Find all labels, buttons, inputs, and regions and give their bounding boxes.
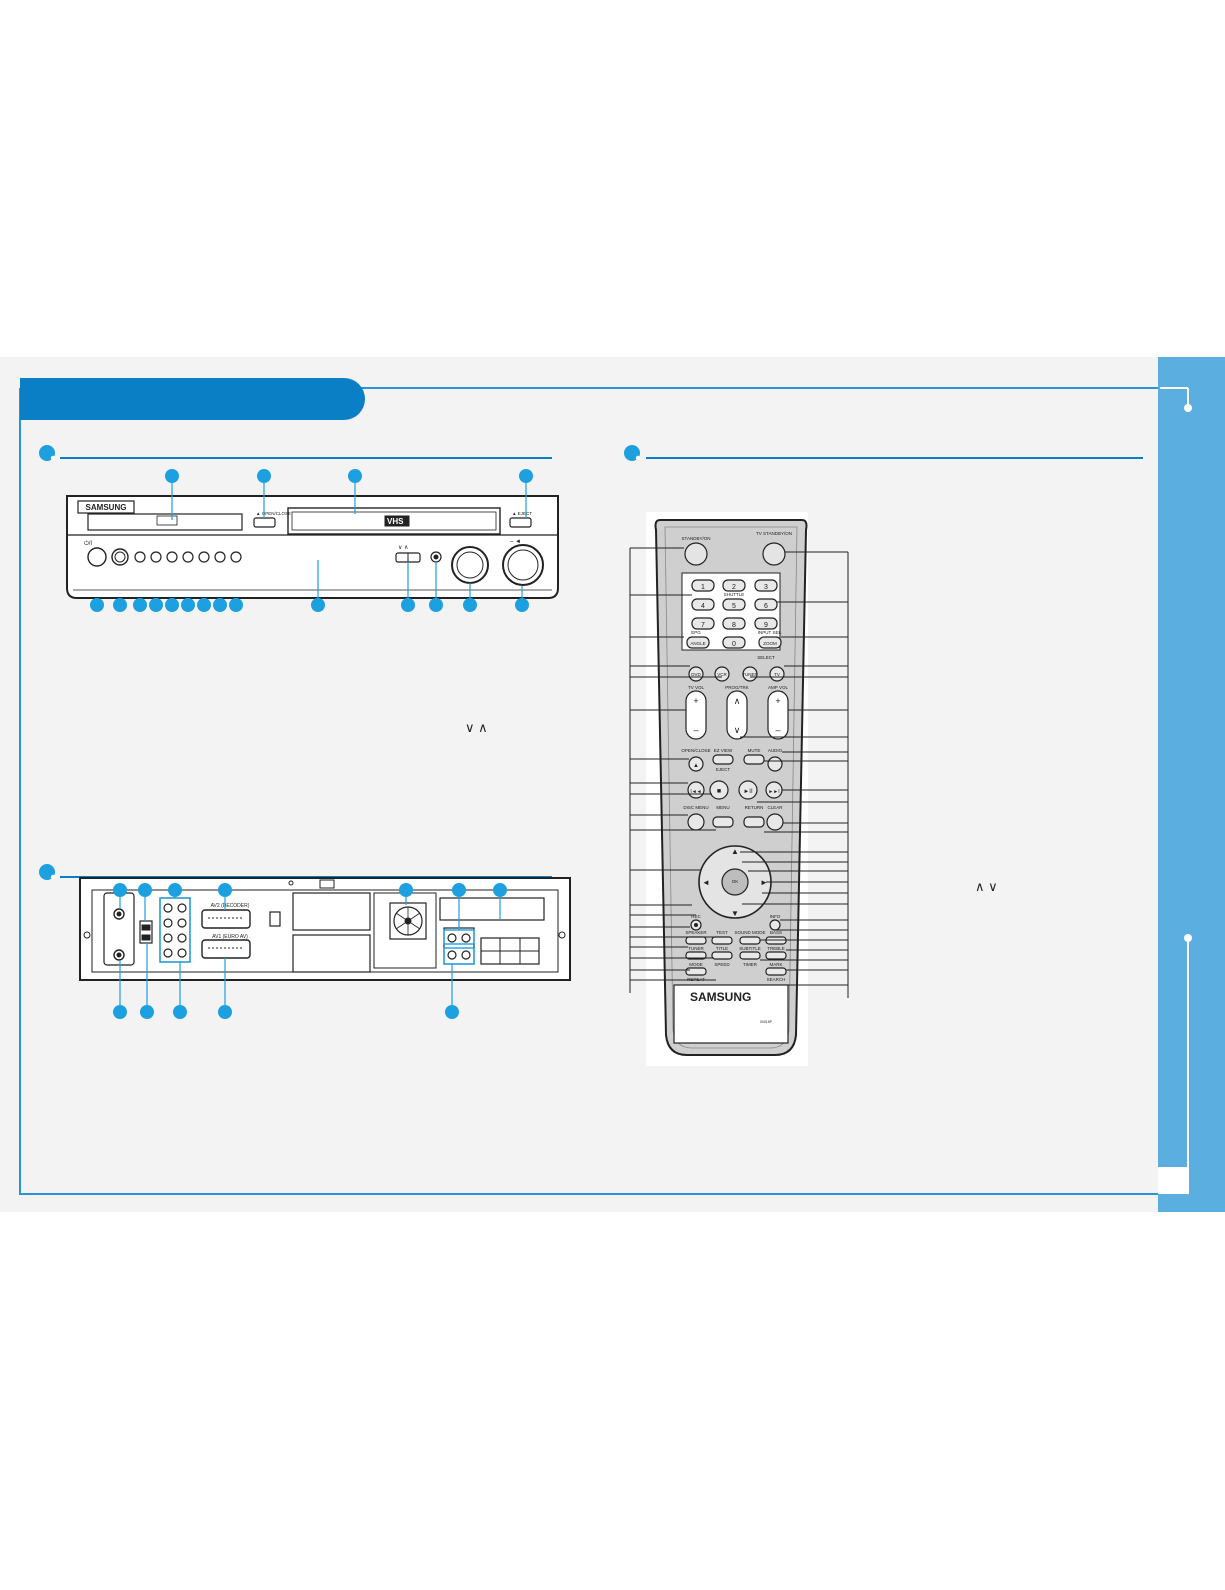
prog-buttons-note: ∨ ∧: [465, 720, 488, 735]
label-mute: MUTE: [748, 748, 761, 753]
label-standby: STANDBY/ON: [682, 536, 711, 541]
svg-text:■: ■: [717, 788, 721, 795]
label-amp-vol: AMP VOL: [768, 685, 788, 690]
label-menu: MENU: [716, 805, 729, 810]
svg-text:▲: ▲: [693, 763, 699, 769]
label-test: TEST: [716, 930, 728, 935]
rear-callout-leaders: [119, 897, 501, 1005]
label-vcr: VCR: [717, 672, 727, 677]
front-vol-label: – ◄: [510, 539, 521, 545]
remote-labels: SAMSUNG 00015P STANDBY/ON TV STANDBY/ON …: [681, 531, 792, 1024]
svg-text:–: –: [693, 725, 698, 735]
digit-4: 4: [701, 603, 705, 610]
svg-text:►►I: ►►I: [768, 789, 779, 795]
vcr-eject-label: ▲ EJECT: [512, 511, 532, 516]
label-speaker: SPEAKER: [685, 930, 707, 935]
standby-label: ⏻/I: [84, 540, 92, 547]
label-zoom: ZOOM: [763, 641, 777, 646]
label-speed: SPEED: [714, 962, 730, 967]
front-brand-label: SAMSUNG: [86, 503, 127, 512]
label-sound-mode: SOUND MODE: [734, 930, 765, 935]
label-tv: TV: [774, 672, 780, 677]
front-panel-illustration: [66, 495, 559, 599]
av2-label: AV2 (DECODER): [211, 903, 250, 909]
svg-text:∧: ∧: [734, 696, 741, 706]
label-subtitle: SUBTITLE: [739, 946, 761, 951]
label-tv-standby: TV STANDBY/ON: [756, 531, 792, 536]
label-rec: REC: [691, 914, 701, 919]
svg-text:▲: ▲: [731, 847, 739, 856]
label-tuner: TUNER: [742, 672, 758, 677]
remote-illustration: + – ∧ ∨ + – ▲ ▼ ◄ ► ■ ►II I◄◄ ►►I ▲: [629, 512, 849, 1066]
label-epg: EPG: [691, 630, 701, 635]
label-prog-trk: PROG/TRK: [725, 685, 749, 690]
rear-panel-labels: AV2 (DECODER) AV1 (EURO AV): [211, 903, 250, 940]
label-select: SELECT: [757, 655, 775, 660]
section-header-front: [39, 445, 552, 461]
digit-0: 0: [732, 641, 736, 648]
av1-label: AV1 (EURO AV): [212, 934, 248, 940]
svg-text:–: –: [775, 725, 780, 735]
front-callout-leaders: [171, 478, 527, 598]
label-timer: TIMER: [743, 962, 758, 967]
svg-text:►: ►: [760, 878, 768, 887]
front-panel-labels: SAMSUNG VHS ⏻/I ▲ OPEN/CLOSE ▲ EJECT ∨ ∧…: [84, 503, 532, 551]
label-mark: MARK: [769, 962, 782, 967]
digit-7: 7: [701, 622, 705, 629]
label-dvd: DVD: [691, 672, 701, 677]
label-angle: ANGLE: [690, 641, 705, 646]
remote-brand: SAMSUNG: [690, 990, 751, 1004]
label-treble: TREBLE: [767, 946, 785, 951]
rear-callouts: [113, 883, 507, 1019]
remote-model: 00015P: [760, 1020, 773, 1024]
label-search: SEARCH: [767, 977, 786, 982]
section-header-remote: [624, 445, 1143, 461]
label-disc-menu: DISC MENU: [683, 805, 708, 810]
label-return: RETURN: [745, 805, 764, 810]
svg-text:I◄◄: I◄◄: [690, 789, 701, 795]
vcr-open-label: ▲ OPEN/CLOSE: [256, 511, 291, 516]
digit-2: 2: [732, 584, 736, 591]
right-sidebar-tab: [1158, 357, 1225, 1212]
digit-5: 5: [732, 603, 736, 610]
label-eject: EJECT: [716, 767, 731, 772]
label-title: TITLE: [716, 946, 728, 951]
page-frame: [0, 357, 1225, 1212]
remote-left-leaders: [630, 547, 848, 986]
digit-1: 1: [701, 584, 705, 591]
chapter-banner: [20, 378, 365, 420]
label-ez-view: EZ VIEW: [714, 748, 733, 753]
label-repeat: REPEAT: [687, 977, 705, 982]
label-input-sel: INPUT SEL.: [758, 630, 782, 635]
label-bass: BASS: [770, 930, 782, 935]
label-ok: OK: [732, 879, 739, 884]
svg-text:+: +: [775, 696, 780, 706]
digit-9: 9: [764, 622, 768, 629]
remote-prog-note: ∧ ∨: [975, 879, 998, 894]
vhs-logo: VHS: [387, 517, 404, 526]
label-mode: MODE: [689, 962, 703, 967]
label-clear: CLEAR: [767, 805, 783, 810]
label-audio: AUDIO: [768, 748, 783, 753]
front-prog-symbols: ∨ ∧: [398, 545, 408, 551]
digit-3: 3: [764, 584, 768, 591]
digit-6: 6: [764, 603, 768, 610]
svg-text:+: +: [693, 696, 698, 706]
svg-text:∨: ∨: [734, 725, 741, 735]
digit-8: 8: [732, 622, 736, 629]
svg-text:◄: ◄: [702, 878, 710, 887]
label-open-close: OPEN/CLOSE: [681, 748, 710, 753]
label-info: INFO: [770, 914, 781, 919]
label-tv-vol: TV VOL: [688, 685, 705, 690]
label-shuttle: SHUTTLE: [724, 592, 745, 597]
svg-text:▼: ▼: [731, 909, 739, 918]
front-callouts: [90, 469, 533, 612]
label-tuner-2: TUNER: [688, 946, 704, 951]
svg-text:►II: ►II: [743, 789, 753, 795]
